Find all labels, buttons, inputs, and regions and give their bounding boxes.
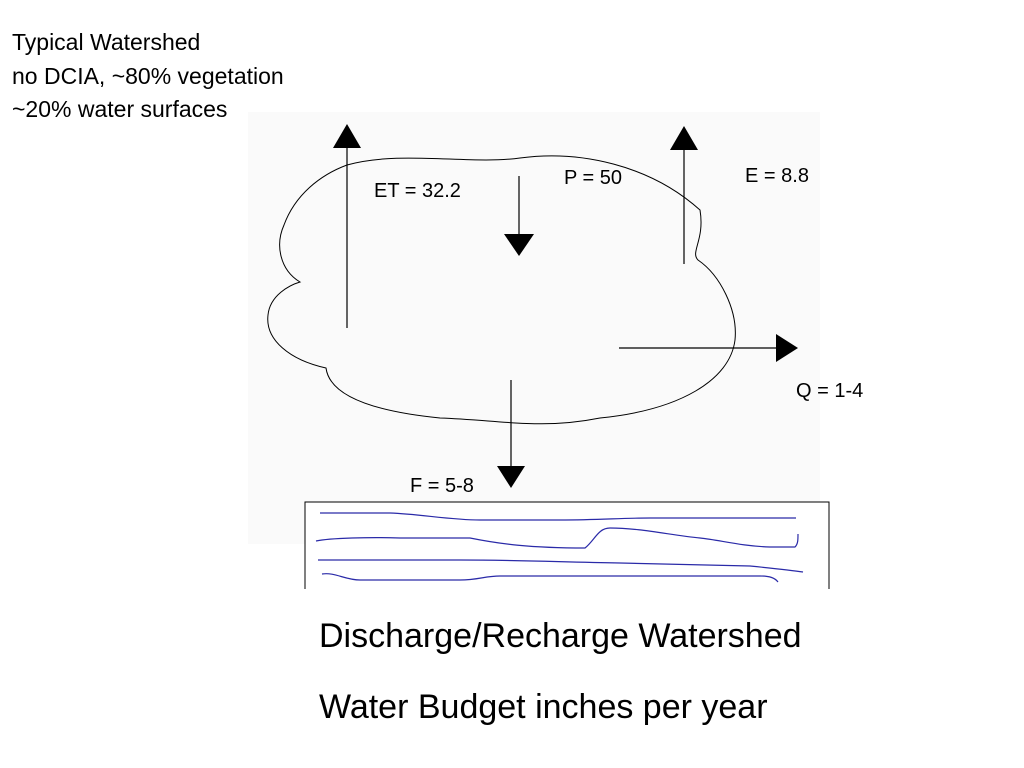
diagram-title: Discharge/Recharge Watershed (319, 617, 802, 655)
diagram-subtitle: Water Budget inches per year (319, 688, 768, 726)
et-label: ET = 32.2 (374, 180, 461, 202)
crop-mask (300, 589, 840, 629)
header-line-1: Typical Watershed (12, 29, 201, 55)
watershed-description: Typical Watershed no DCIA, ~80% vegetati… (12, 26, 284, 127)
header-line-2: no DCIA, ~80% vegetation (12, 62, 284, 89)
evaporation-arrow-up-icon (670, 126, 698, 264)
q-label: Q = 1-4 (796, 380, 863, 402)
precipitation-arrow-down-icon (504, 176, 534, 256)
e-label: E = 8.8 (745, 165, 809, 187)
strata-lines (315, 512, 804, 583)
f-label: F = 5-8 (410, 475, 474, 497)
infiltration-arrow-down-icon (497, 380, 525, 488)
runoff-arrow-right-icon (619, 334, 798, 362)
header-line-3: ~20% water surfaces (12, 96, 228, 122)
evapotranspiration-arrow-up-icon (333, 124, 361, 328)
p-label: P = 50 (564, 167, 622, 189)
watershed-cloud (267, 155, 736, 425)
